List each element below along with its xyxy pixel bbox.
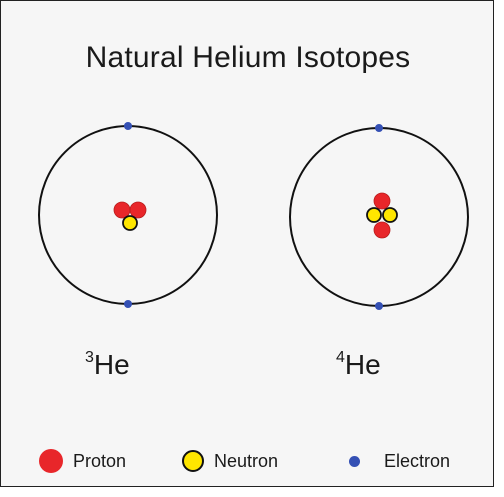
figure-frame: Natural Helium Isotopes 3He 4He: [0, 0, 494, 487]
helium-4-electron-bottom: [375, 302, 383, 310]
legend: Proton Neutron Electron: [39, 448, 479, 474]
electron-swatch-icon: [349, 455, 360, 467]
legend-item-neutron: Neutron: [182, 448, 278, 474]
legend-label-neutron: Neutron: [214, 450, 279, 471]
helium-3-atom: [38, 122, 218, 308]
helium-3-symbol: He: [93, 349, 130, 380]
helium-3-mass-number: 3: [85, 349, 94, 366]
helium-3-electron-bottom: [124, 300, 132, 308]
helium-4-mass-number: 4: [336, 349, 345, 366]
helium-4-proton-bottom: [373, 221, 391, 239]
legend-label-proton: Proton: [73, 450, 127, 471]
legend-item-electron: Electron: [349, 448, 450, 474]
helium-3-label: 3He: [85, 349, 130, 381]
helium-4-neutron-left: [366, 207, 382, 223]
helium-isotopes-diagram: [38, 122, 469, 310]
helium-3-proton-right: [129, 201, 147, 219]
diagram-title: Natural Helium Isotopes: [85, 41, 411, 74]
helium-4-atom: [289, 124, 469, 310]
proton-swatch-icon: [39, 449, 63, 473]
helium-4-neutron-right: [382, 207, 398, 223]
helium-4-proton-top: [373, 192, 391, 210]
helium-4-symbol: He: [344, 349, 381, 380]
helium-3-electron-top: [124, 122, 132, 130]
helium-4-label: 4He: [336, 349, 381, 381]
legend-item-proton: Proton: [39, 448, 126, 474]
legend-label-electron: Electron: [384, 450, 451, 471]
helium-3-neutron: [122, 215, 138, 231]
neutron-swatch-icon: [182, 450, 204, 472]
helium-4-electron-top: [375, 124, 383, 132]
